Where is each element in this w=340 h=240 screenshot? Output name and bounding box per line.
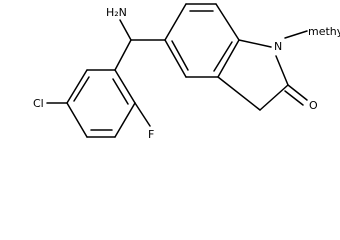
ring-bond	[66, 69, 88, 104]
ring-bond	[164, 39, 187, 78]
bond-ring-n	[238, 39, 272, 48]
central-carbon-bonds	[114, 19, 166, 71]
molecule-structure: H₂N N methyl O Cl F	[33, 3, 340, 141]
ring-bond	[215, 3, 240, 41]
ring-bond	[114, 69, 136, 104]
nitrogen-label: N	[274, 40, 282, 53]
bond-c-o	[287, 84, 308, 101]
bond-n-carbonyl-c	[275, 55, 289, 86]
bond-c-o-double	[284, 90, 304, 106]
methyl-label: methyl	[308, 25, 340, 38]
ring-bond	[114, 102, 136, 138]
bond-carbonyl-c-ch2	[259, 84, 289, 111]
fluorine-label: F	[148, 128, 154, 141]
double-bond-inner	[73, 76, 90, 102]
amine-label: H₂N	[106, 6, 127, 19]
ring-bond	[217, 39, 240, 78]
indolinone-benzene-ring	[164, 3, 240, 78]
oxygen-label: O	[309, 99, 318, 112]
bond-n-methyl	[284, 30, 308, 39]
bond-ring-fluorine	[134, 102, 151, 127]
halophenyl-ring	[66, 69, 136, 138]
bond-c-phenyl-ring	[114, 39, 132, 71]
double-bond-inner	[112, 78, 129, 105]
lactam-ring	[217, 30, 308, 111]
ring-bond	[164, 3, 187, 41]
chlorine-label: Cl	[33, 97, 44, 110]
bond-c-nh2	[119, 19, 132, 41]
bond-ch2-ring	[217, 76, 261, 111]
double-bond-inner	[171, 40, 189, 71]
double-bond-inner	[213, 41, 233, 72]
ring-bond	[66, 102, 88, 138]
